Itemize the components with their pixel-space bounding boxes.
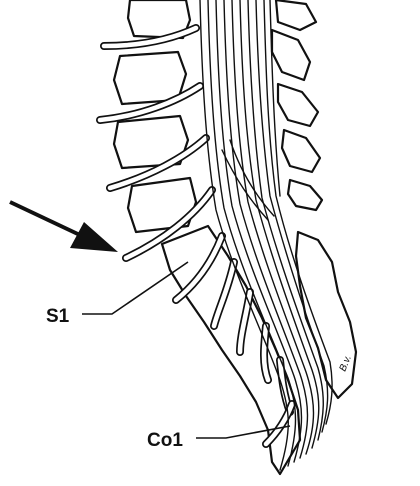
co1-leader-line: [196, 425, 291, 439]
vertebral-bodies: [112, 0, 198, 234]
nerve-roots: [96, 24, 296, 448]
sacrum: [160, 224, 358, 476]
label-co1: Co1: [147, 430, 183, 451]
s1-leader-line: [82, 261, 189, 315]
pointer-arrow: [9, 200, 118, 252]
cauda-equina: [199, 0, 333, 471]
label-s1: S1: [46, 306, 70, 327]
spinous-processes: [270, 0, 324, 212]
